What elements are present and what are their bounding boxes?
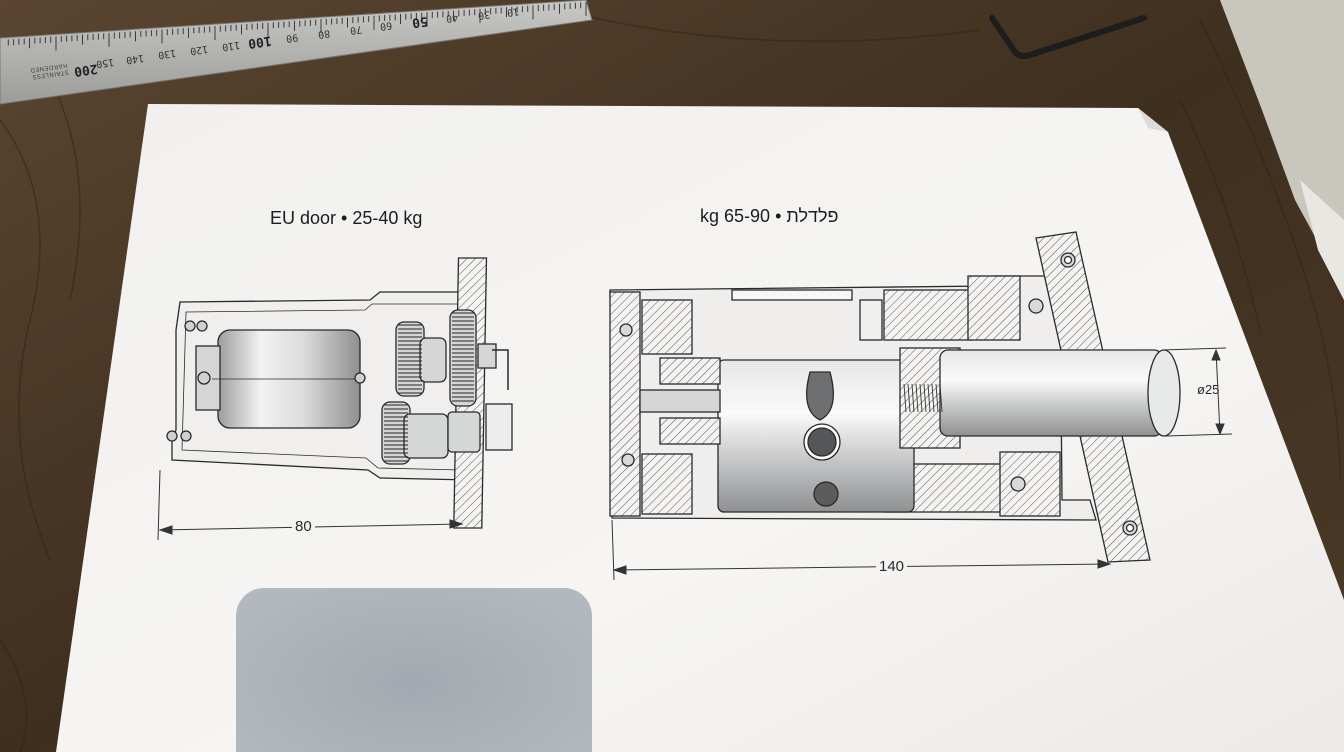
paper-corner-fold — [1138, 108, 1168, 132]
ruler-number: 80 — [317, 27, 331, 40]
ruler-number: 10 — [506, 5, 520, 18]
ruler-number: 70 — [349, 23, 363, 36]
window-light — [1300, 180, 1344, 300]
left-screws — [166, 320, 366, 442]
left-width-dimension: 80 — [292, 518, 315, 535]
diameter-dimension: ø25 — [1197, 382, 1220, 397]
right-width-dimension: 140 — [876, 558, 908, 575]
left-drawing-title: EU door • 25-40 kg — [270, 208, 423, 228]
right-dimension-line — [611, 519, 1112, 581]
right-drawing-title: פלדלת • 65-90 kg — [700, 206, 839, 226]
ruler-number: 30 — [477, 8, 491, 21]
left-drawing-motor-unit — [166, 257, 513, 529]
right-drawing-lock-unit — [609, 231, 1181, 563]
allen-key — [989, 15, 1147, 59]
wood-grain — [0, 9, 1341, 752]
bolt-shaft — [939, 349, 1163, 437]
diameter-dimension-line — [1161, 347, 1233, 437]
ruler-number: 90 — [285, 31, 299, 44]
ruler-number: 40 — [445, 11, 459, 24]
ruler-number: 50 — [411, 12, 429, 31]
phone-shadow — [236, 588, 592, 752]
steel-ruler — [0, 0, 593, 105]
ruler-number: 60 — [379, 19, 393, 32]
